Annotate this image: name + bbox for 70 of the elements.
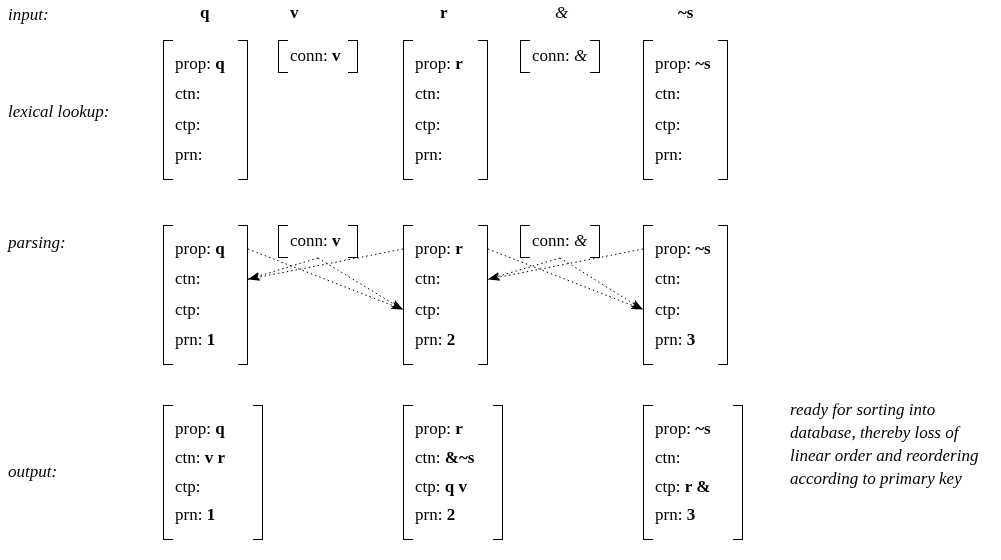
feature-structure [403,405,503,540]
attribute-row: ctp: q v [415,476,467,497]
row-label: input: [8,5,49,25]
row-label: lexical lookup: [8,102,110,122]
row-label: output: [8,462,58,482]
attribute-row: prop: ~s [655,54,711,74]
connective-box [278,40,358,73]
attribute-row: prn: 2 [415,329,456,350]
attribute-row: ctn: [175,269,201,290]
attribute-row: ctn: [655,84,681,105]
attribute-row: prn: 3 [655,505,696,526]
attribute-row: prop: ~s [655,419,711,439]
feature-structure [643,225,728,365]
attribute-row: ctp: [175,114,201,135]
dotted-arrow [559,257,644,311]
attribute-row: ctp: r & [655,476,711,497]
attribute-row: prop: r [415,54,463,74]
feature-structure [163,225,248,365]
row-label: parsing: [8,233,66,253]
feature-structure [403,40,488,180]
attribute-row: ctp: [655,114,681,135]
input-word: ~s [678,3,694,23]
attribute-row: prop: r [415,239,463,259]
attribute-row: ctn: [655,447,681,468]
input-word: q [200,3,210,23]
connective-box [520,225,600,258]
feature-structure [163,405,263,540]
dotted-arrow [247,248,404,311]
attribute-row: ctp: [175,299,201,320]
input-word: & [555,3,569,23]
connective-text: conn: & [532,231,588,251]
attribute-row: prn: 2 [415,505,456,526]
connective-box [520,40,600,73]
dotted-arrow [247,257,319,280]
attribute-row: ctn: v r [175,447,226,468]
connective-box [278,225,358,258]
attribute-row: prn: [655,144,683,165]
attribute-row: prn: 3 [655,329,696,350]
attribute-row: ctn: [415,269,441,290]
attribute-row: prop: q [175,239,225,259]
attribute-row: prn: [415,144,443,165]
attribute-row: ctp: [415,114,441,135]
attribute-row: ctn: [655,269,681,290]
input-word: v [290,3,299,23]
attribute-row: prop: ~s [655,239,711,259]
attribute-row: prn: 1 [175,329,216,350]
attribute-row: prn: [175,144,203,165]
connective-text: conn: & [532,46,588,66]
attribute-row: ctp: [655,299,681,320]
attribute-row: prop: q [175,419,225,439]
input-word: r [440,3,448,23]
attribute-row: ctn: [415,84,441,105]
attribute-row: ctn: &~s [415,447,475,468]
attribute-row: prop: r [415,419,463,439]
attribute-row: ctp: [415,299,441,320]
dotted-arrow [487,248,644,281]
feature-structure [403,225,488,365]
feature-structure [163,40,248,180]
attribute-row: ctp: [175,476,201,497]
connective-text: conn: v [290,231,341,251]
connective-text: conn: v [290,46,341,66]
attribute-row: prop: q [175,54,225,74]
dotted-arrow [317,257,404,311]
note-text: ready for sorting into database, thereby loss of linear order and reordering according to primary key [790,399,980,490]
attribute-row: prn: 1 [175,505,216,526]
dotted-arrow [487,248,644,311]
feature-structure [643,40,728,180]
attribute-row: ctn: [175,84,201,105]
feature-structure [643,405,743,540]
dotted-arrow [247,248,404,281]
